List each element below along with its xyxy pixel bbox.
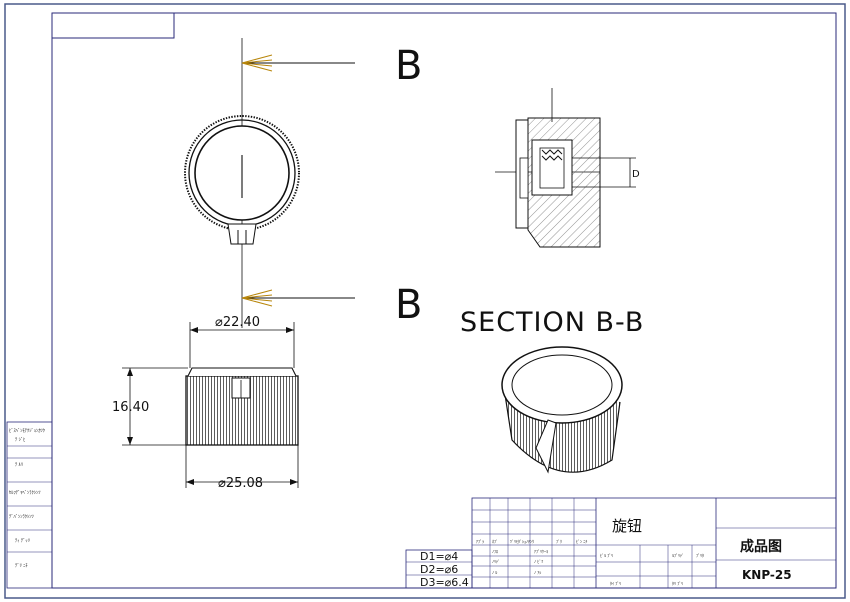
param-d2: D2=⌀6	[420, 563, 458, 576]
title-small-5: ﾋﾞﾝ ﾆﾁ	[576, 539, 587, 544]
section-letter-top: B	[395, 43, 422, 89]
revision-label-5: ﾃﾞﾊﾞﾝﾝﾗｸｼﾝﾂ	[9, 513, 34, 520]
section-arrow-top	[241, 54, 355, 72]
title-small-13: ﾙﾌﾟﾘﾃﾞ	[672, 552, 684, 558]
section-view: D	[495, 88, 640, 248]
dim-height: 16.40	[112, 367, 188, 446]
inner-frame	[51, 12, 837, 589]
part-number: KNP-25	[742, 568, 792, 582]
title-small-4: ﾌﾞｸ	[556, 538, 562, 544]
title-small-1: ｱﾌﾟﾗ	[476, 538, 484, 544]
param-d1: D1=⌀4	[420, 550, 458, 563]
title-small-9: ﾉ ﾋﾞﾂ	[534, 559, 543, 564]
top-diameter-label: ⌀22.40	[215, 315, 260, 330]
title-small-6: ﾉﾌﾛ	[492, 549, 498, 554]
revision-label-2: ﾃ ｼﾞﾋ	[15, 436, 25, 443]
title-small-3: ﾂﾞﾘﾓﾀﾞｼｮﾉﾁﾝｳ	[510, 538, 534, 544]
title-small-2: ﾈﾌﾞ	[492, 539, 498, 544]
section-title: SECTION B-B	[460, 307, 644, 338]
pointer-tab	[227, 223, 257, 245]
title-block: ｱﾌﾟﾗ ﾈﾌﾞ ﾂﾞﾘﾓﾀﾞｼｮﾉﾁﾝｳ ﾌﾞｸ ﾋﾞﾝ ﾆﾁ ﾉﾌﾛ ｱﾌﾟ…	[471, 497, 837, 589]
dim-bottom-diameter: ⌀25.08	[185, 445, 299, 491]
section-arrow-bottom	[241, 289, 355, 307]
section-dim-label: D	[632, 169, 640, 180]
dim-top-diameter: ⌀22.40	[189, 315, 295, 368]
revision-label-7: ﾃﾞﾘ ﾆﾁ	[15, 562, 28, 569]
param-table: D1=⌀4 D2=⌀6 D3=⌀6.4	[405, 549, 473, 589]
bottom-diameter-label: ⌀25.08	[218, 476, 263, 491]
isometric-view	[501, 346, 623, 474]
revision-label-6: ﾃｨ ﾃﾞｯﾘ	[15, 537, 30, 544]
title-small-7: ｱﾌﾟﾘｹｰﾖ	[534, 548, 548, 554]
drawing-type: 成品图	[740, 538, 782, 555]
revision-label-4: ｾﾙﾌﾃﾞﾏﾍﾞﾝﾗｸｼﾝﾂ	[9, 489, 41, 496]
param-d3: D3=⌀6.4	[420, 576, 469, 589]
outer-frame	[4, 3, 846, 599]
revision-block: ﾋﾞｽﾍﾞﾝﾓﾃｸｼﾞｮﾝｶﾂｸ ﾃ ｼﾞﾋ ﾃ ﾙﾘ ｾﾙﾌﾃﾞﾏﾍﾞﾝﾗｸｼ…	[6, 421, 53, 589]
revision-label-1: ﾋﾞｽﾍﾞﾝﾓﾃｸｼﾞｮﾝｶﾂｸ	[9, 427, 45, 434]
section-letter-bottom: B	[395, 282, 422, 328]
knob-top-chamfer	[187, 367, 297, 377]
title-small-11: ﾉ ｱｼ	[534, 570, 541, 575]
knurl-ring-outer	[184, 115, 300, 231]
revision-label-3: ﾃ ﾙﾘ	[15, 462, 23, 468]
title-small-14: ﾌﾟﾘﾀ	[696, 552, 704, 558]
part-name: 旋钮	[612, 517, 642, 535]
top-view	[184, 38, 300, 328]
corner-box	[51, 12, 175, 39]
title-small-15: ﾀｲ ﾌﾟﾘ	[610, 580, 621, 586]
height-label: 16.40	[112, 400, 149, 415]
title-small-16: ﾀﾘ ﾌﾟﾘ	[672, 580, 683, 586]
title-small-12: ﾋﾞﾙ ﾌﾟﾘ	[600, 552, 613, 558]
side-view	[185, 367, 299, 446]
title-small-8: ﾉﾘﾃﾞ	[492, 558, 500, 564]
title-small-10: ﾉ ﾙ	[492, 570, 497, 575]
